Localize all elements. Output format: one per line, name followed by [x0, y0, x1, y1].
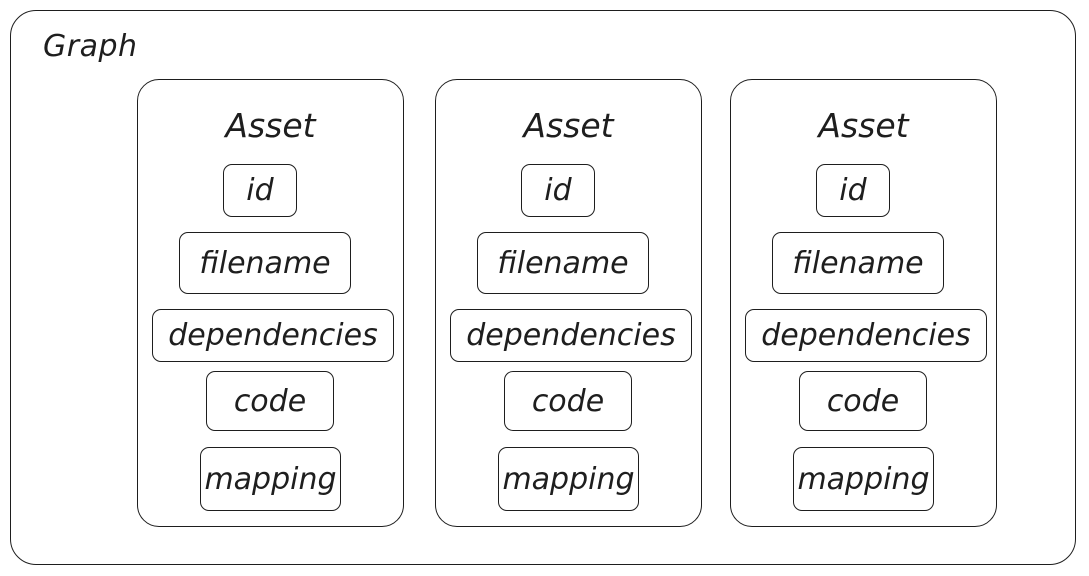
field-code: code: [504, 371, 632, 431]
graph-container: Graph Asset id filename dependencies cod…: [10, 10, 1076, 565]
graph-title: Graph: [43, 29, 138, 64]
asset-card-3: Asset id filename dependencies code mapp…: [730, 79, 997, 527]
field-filename: filename: [477, 232, 649, 294]
field-dependencies: dependencies: [152, 309, 394, 362]
field-mapping: mapping: [200, 447, 341, 511]
asset-title: Asset: [225, 106, 316, 145]
field-mapping: mapping: [498, 447, 639, 511]
field-dependencies: dependencies: [450, 309, 692, 362]
field-id: id: [816, 164, 890, 217]
asset-title: Asset: [523, 106, 614, 145]
field-mapping: mapping: [793, 447, 934, 511]
asset-card-2: Asset id filename dependencies code mapp…: [435, 79, 702, 527]
field-dependencies: dependencies: [745, 309, 987, 362]
field-filename: filename: [179, 232, 351, 294]
field-filename: filename: [772, 232, 944, 294]
field-code: code: [799, 371, 927, 431]
field-id: id: [521, 164, 595, 217]
field-code: code: [206, 371, 334, 431]
asset-title: Asset: [818, 106, 909, 145]
field-id: id: [223, 164, 297, 217]
asset-card-1: Asset id filename dependencies code mapp…: [137, 79, 404, 527]
